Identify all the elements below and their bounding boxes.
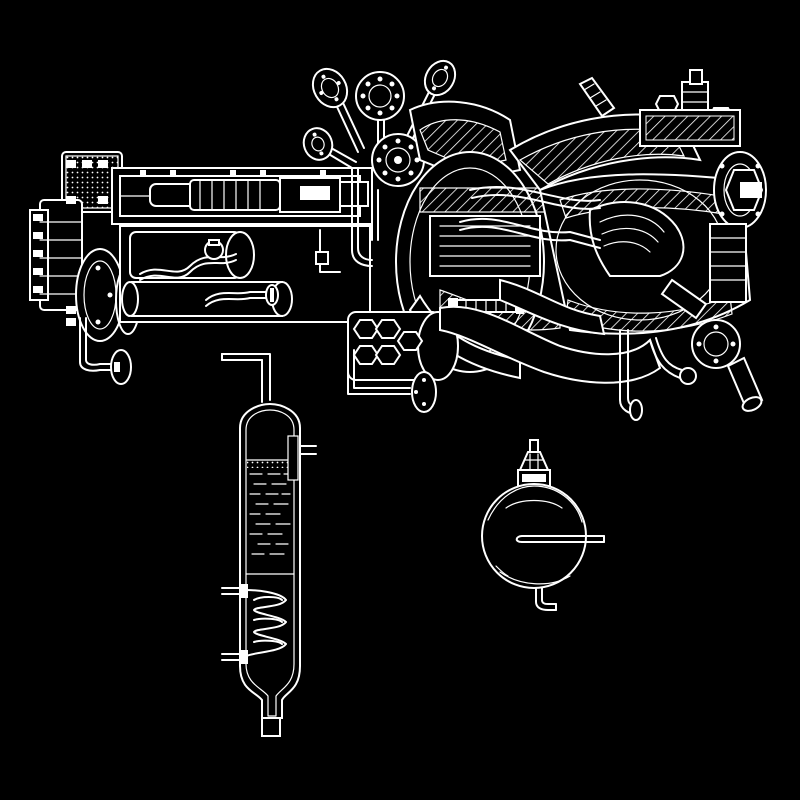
heat-exchanger-column [221, 353, 317, 737]
engine-assembly [29, 59, 767, 421]
lower-cylinder [119, 225, 371, 323]
drain-bulb [79, 317, 132, 385]
lower-left-block [347, 311, 459, 413]
bottom-right-nozzle [619, 278, 764, 421]
right-end-flange [709, 151, 767, 303]
upper-cylinder-cutaway [111, 167, 373, 225]
top-right-fittings [578, 69, 741, 147]
spherical-vessel [481, 439, 605, 611]
valve-manifold [302, 59, 457, 267]
